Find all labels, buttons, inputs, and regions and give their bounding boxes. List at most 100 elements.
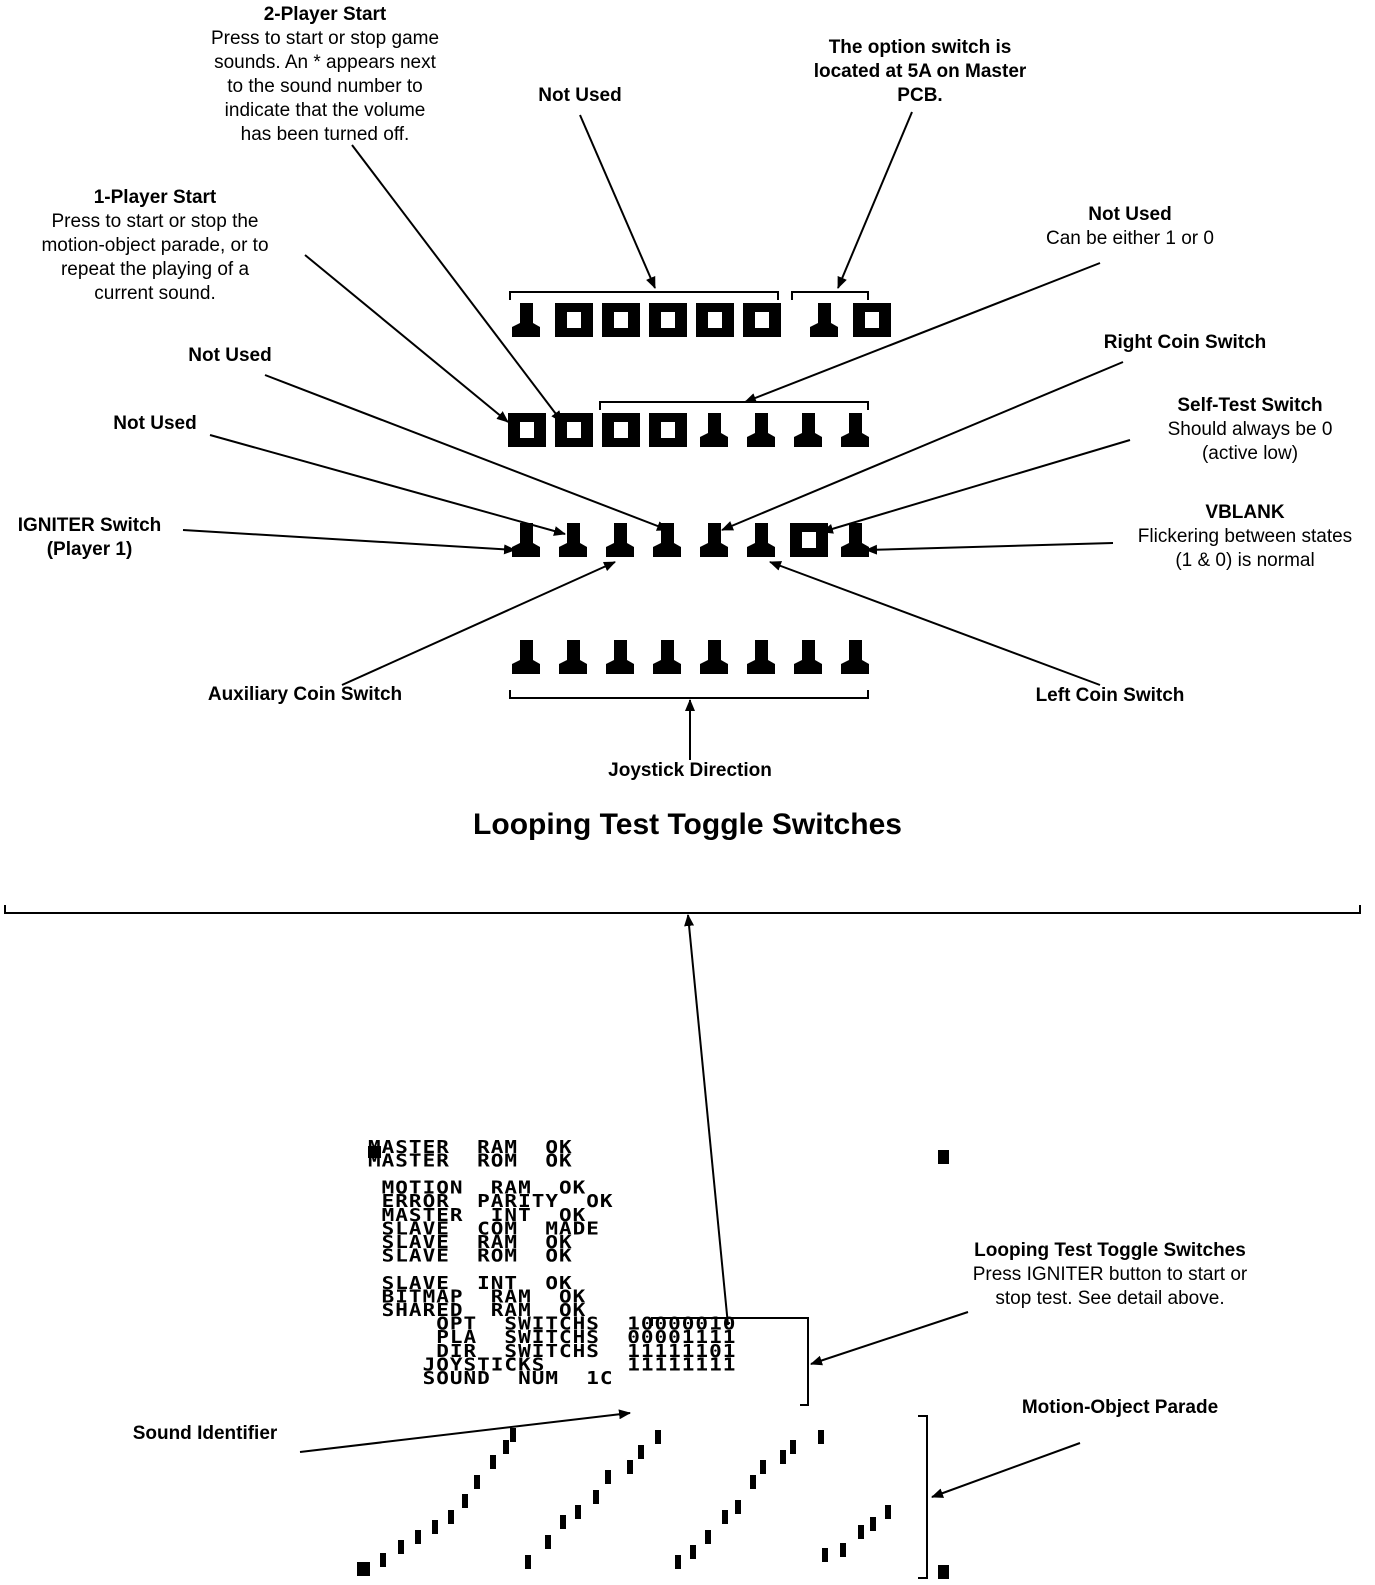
- callout-1-player-start: 1-Player Start Press to start or stop th…: [15, 186, 295, 306]
- callout-head: Left Coin Switch: [1035, 685, 1185, 706]
- callout-head: Not Used: [188, 345, 272, 366]
- parade-sprite: [822, 1548, 828, 1562]
- callout-head: Joystick Direction: [608, 760, 772, 781]
- bit-one: [512, 303, 540, 337]
- parade-sprite: [398, 1540, 404, 1554]
- parade-sprite: [380, 1553, 386, 1567]
- callout-loop-lower: Looping Test Toggle Switches Press IGNIT…: [955, 1239, 1265, 1311]
- bit-one: [700, 523, 728, 557]
- bracket-parade: [918, 1415, 928, 1579]
- bit-zero: [555, 413, 593, 447]
- bit-one: [512, 640, 540, 674]
- bit-one: [747, 640, 775, 674]
- parade-sprite: [474, 1475, 480, 1489]
- bit-zero: [853, 303, 891, 337]
- parade-sprite: [415, 1530, 421, 1544]
- parade-sprite: [675, 1555, 681, 1569]
- screen-square-top-right: [938, 1150, 949, 1164]
- callout-head: Sound Identifier: [132, 1423, 278, 1444]
- callout-line: Flickering between states: [1137, 526, 1353, 547]
- bit-one: [559, 640, 587, 674]
- bit-zero: [743, 303, 781, 337]
- callout-head: Looping Test Toggle Switches: [974, 1240, 1246, 1261]
- bit-one: [794, 413, 822, 447]
- callout-self-test: Self-Test Switch Should always be 0 (act…: [1130, 394, 1370, 466]
- callout-not-used-mid1: Not Used: [150, 344, 310, 368]
- diagram-title: Looping Test Toggle Switches: [473, 808, 902, 841]
- parade-sprite: [780, 1450, 786, 1464]
- bit-one: [700, 413, 728, 447]
- callout-line: to the sound number to: [227, 76, 423, 97]
- parade-sprite: [575, 1505, 581, 1519]
- bit-one: [841, 413, 869, 447]
- bit-one: [606, 640, 634, 674]
- callout-line: Press to start or stop game: [210, 28, 440, 49]
- callout-option-switch: The option switch is located at 5A on Ma…: [780, 36, 1060, 108]
- callout-head: (Player 1): [46, 539, 133, 560]
- callout-line: repeat the playing of a: [60, 259, 250, 280]
- bit-one: [559, 523, 587, 557]
- arrow-not-used-right: [744, 262, 1101, 403]
- parade-sprite: [627, 1460, 633, 1474]
- bit-one: [606, 523, 634, 557]
- arrow-1-player: [304, 254, 509, 423]
- callout-line: Should always be 0: [1167, 419, 1333, 440]
- bit-zero: [555, 303, 593, 337]
- parade-sprite: [705, 1530, 711, 1544]
- switch-row: [508, 413, 869, 447]
- parade-sprite: [510, 1428, 516, 1442]
- parade-sprite: [545, 1535, 551, 1549]
- callout-right-coin: Right Coin Switch: [1070, 331, 1300, 355]
- bit-zero: [649, 413, 687, 447]
- bit-one: [747, 523, 775, 557]
- parade-sprite: [790, 1440, 796, 1454]
- screen-bullet-left: [368, 1146, 381, 1158]
- screen-square-bottom-right: [938, 1565, 949, 1579]
- parade-sprite: [503, 1440, 509, 1454]
- callout-line: has been turned off.: [240, 124, 410, 145]
- bit-one: [841, 523, 869, 557]
- arrow-vblank: [865, 542, 1114, 555]
- arrow-igniter: [182, 529, 516, 555]
- bit-one: [653, 640, 681, 674]
- bit-one: [653, 523, 681, 557]
- callout-head: Auxiliary Coin Switch: [207, 684, 403, 705]
- callout-head: 2-Player Start: [263, 4, 387, 25]
- parade-sprite: [605, 1470, 611, 1484]
- parade-sprite: [858, 1525, 864, 1539]
- parade-sprite: [490, 1455, 496, 1469]
- callout-head: IGNITER Switch: [17, 515, 162, 536]
- bracket-joy: [509, 690, 869, 699]
- parade-sprite: [735, 1500, 741, 1514]
- callout-2-player-start: 2-Player Start Press to start or stop ga…: [180, 3, 470, 147]
- switch-row: [512, 640, 869, 674]
- parade-sprite: [750, 1475, 756, 1489]
- bit-zero: [602, 303, 640, 337]
- callout-igniter: IGNITER Switch (Player 1): [2, 514, 177, 562]
- callout-head: located at 5A on Master: [813, 61, 1027, 82]
- callout-not-used-mid2: Not Used: [80, 412, 230, 436]
- bit-one: [747, 413, 775, 447]
- bit-zero: [602, 413, 640, 447]
- callout-head: Self-Test Switch: [1177, 395, 1323, 416]
- bit-one: [512, 523, 540, 557]
- callout-line: Can be either 1 or 0: [1046, 228, 1214, 249]
- callout-joystick: Joystick Direction: [560, 759, 820, 783]
- bit-zero: [649, 303, 687, 337]
- parade-sprite: [525, 1555, 531, 1569]
- parade-sprite: [462, 1494, 468, 1508]
- arrow-loop-lower: [810, 1311, 969, 1366]
- parade-sprite: [560, 1515, 566, 1529]
- screen-square-bottom-left: [357, 1562, 370, 1576]
- bit-one: [700, 640, 728, 674]
- callout-head: 1-Player Start: [93, 187, 217, 208]
- arrow-self-test: [821, 439, 1131, 534]
- callout-line: indicate that the volume: [224, 100, 426, 121]
- callout-aux-coin: Auxiliary Coin Switch: [180, 683, 430, 707]
- callout-line: Press IGNITER button to start or: [972, 1264, 1248, 1285]
- arrow-not-used-mid1: [264, 374, 669, 531]
- bracket-pla: [599, 401, 869, 410]
